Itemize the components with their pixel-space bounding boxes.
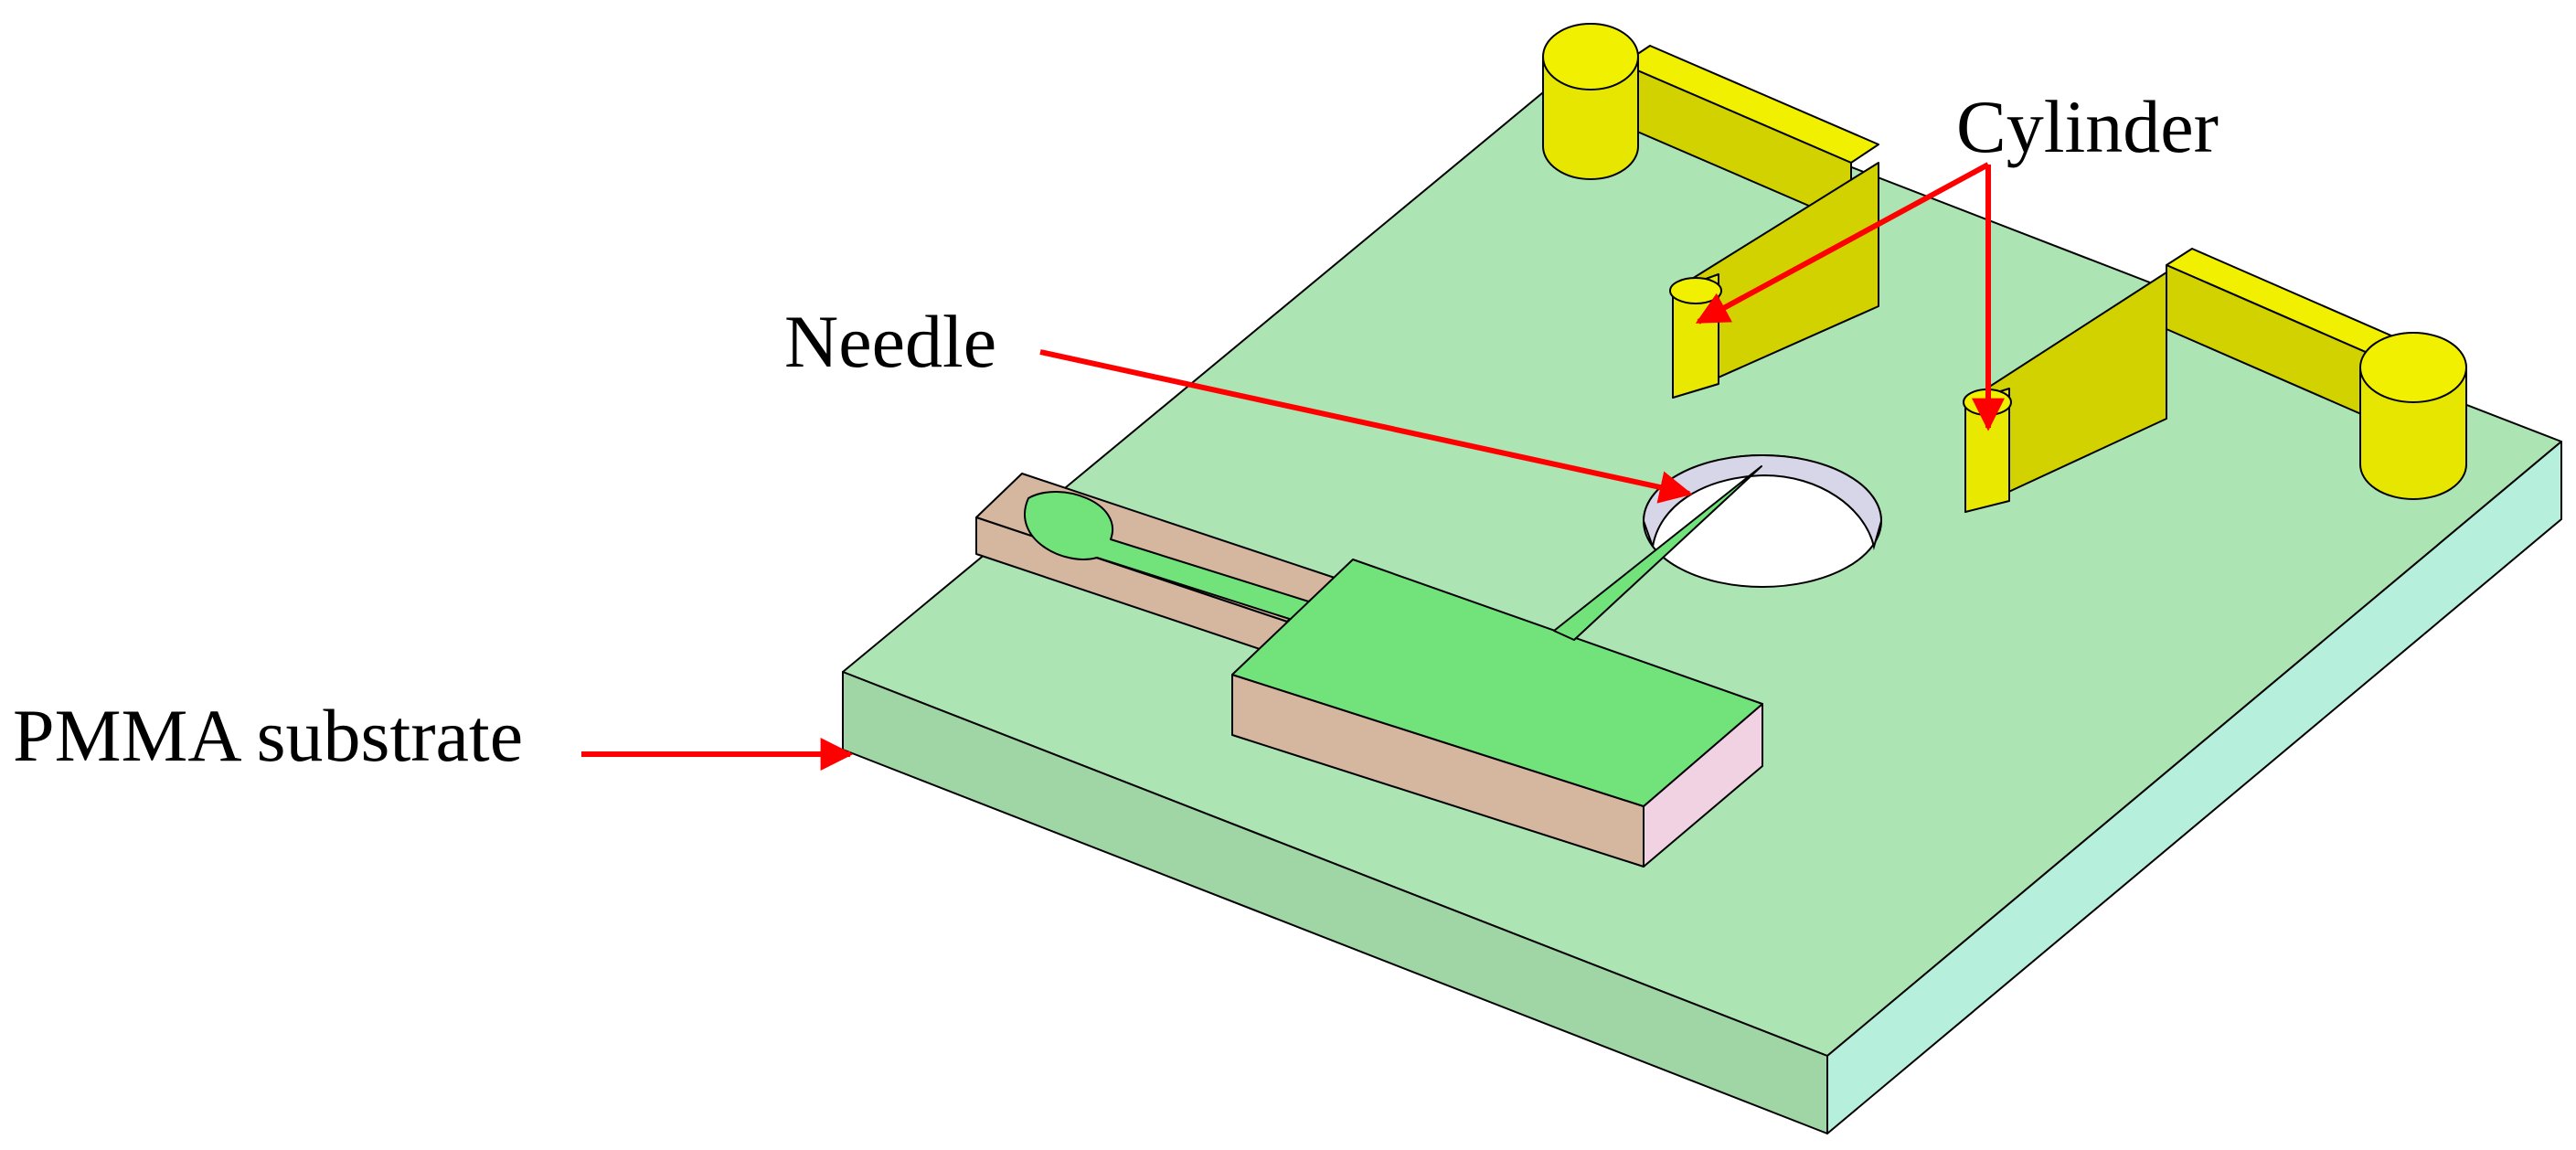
needle-arrow: [1039, 349, 1693, 504]
needle-chip-assembly: [975, 465, 1763, 868]
cylinder-label: Cylinder: [1956, 85, 2219, 168]
substrate-side-face: [1826, 441, 2562, 1134]
needle-tip: [1553, 465, 1762, 641]
cylinder-structure-left: [1542, 23, 1879, 399]
needle-label: Needle: [784, 300, 997, 383]
left-end-cylinder-top: [1542, 23, 1639, 91]
callout-arrows: [581, 162, 2005, 771]
substrate-hole: [1642, 454, 1883, 588]
right-end-cylinder-top: [2359, 332, 2467, 403]
right-end-cylinder-side: [2359, 367, 2467, 500]
left-end-cylinder-side: [1542, 56, 1639, 180]
cylinder-arrow-left: [1695, 162, 1990, 325]
chip-body-top: [1231, 559, 1763, 807]
cylinder-structure-right: [1963, 248, 2467, 513]
pmma-substrate-label: PMMA substrate: [13, 694, 524, 777]
hole-inner-wall: [1642, 454, 1883, 550]
pmma-substrate: [842, 61, 2562, 1134]
left-column-cap: [1669, 277, 1722, 304]
